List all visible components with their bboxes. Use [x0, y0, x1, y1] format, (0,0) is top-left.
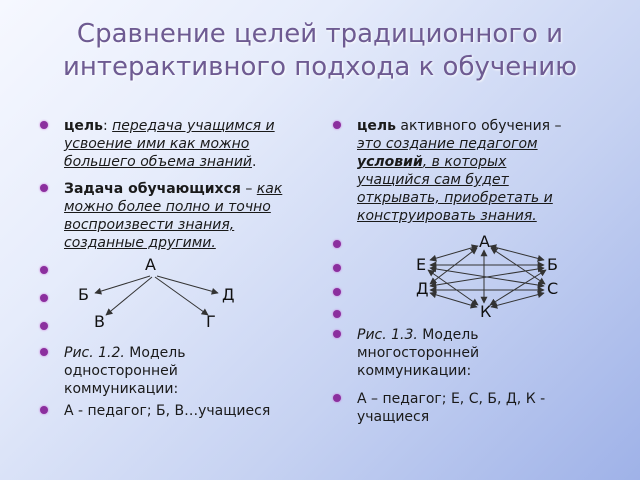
bullet-icon	[40, 184, 48, 192]
bullet-icon	[40, 121, 48, 129]
arrow-a-d	[429, 247, 478, 285]
bullet-icon	[40, 266, 48, 274]
bullet-icon	[333, 394, 341, 402]
arrow-b-d	[429, 265, 545, 289]
arrow-a-e	[429, 244, 479, 262]
bullet-icon	[40, 322, 48, 330]
arrow-a-to-d	[156, 275, 219, 295]
arrow-a-to-g	[154, 276, 209, 316]
left-node-d: Д	[222, 285, 235, 304]
right-node-k: К	[480, 302, 492, 321]
right-node-c: С	[547, 279, 559, 298]
bullet-icon	[333, 288, 341, 296]
bullet-icon	[333, 264, 341, 272]
bullet-icon	[333, 121, 341, 129]
multi-way-arrows	[427, 244, 547, 309]
title-line-1: Сравнение целей традиционного и	[76, 19, 564, 49]
arrow-e-k	[427, 269, 479, 306]
arrow-b-k	[489, 269, 547, 306]
one-way-arrows	[94, 275, 219, 316]
title-line-2: интерактивного подхода к обучению	[62, 52, 578, 82]
right-node-d: Д	[416, 279, 429, 298]
arrow-c-k	[490, 291, 545, 309]
arrow-d-k	[429, 291, 478, 309]
bullet-icon	[40, 348, 48, 356]
left-node-g: Г	[206, 312, 216, 331]
arrow-a-to-v	[105, 276, 153, 316]
slide-title: Сравнение целей традиционного и интеракт…	[0, 18, 640, 84]
right-node-b: Б	[547, 255, 558, 274]
arrow-a-c	[490, 247, 546, 285]
arrow-e-c	[429, 265, 545, 289]
left-node-v: В	[94, 312, 105, 331]
arrow-a-b	[489, 244, 545, 262]
left-goal-label: цель	[64, 118, 103, 134]
right-node-e: Е	[416, 255, 427, 274]
bullet-icon	[333, 310, 341, 318]
bullet-icon	[333, 330, 341, 338]
right-goal-label: цель	[357, 118, 396, 134]
left-node-b: Б	[78, 285, 89, 304]
arrow-a-to-b	[94, 275, 151, 295]
left-node-a: А	[145, 255, 156, 274]
left-task-label: Задача обучающихся	[64, 181, 241, 197]
right-node-a: А	[479, 232, 490, 251]
bullet-icon	[333, 240, 341, 248]
bullet-icon	[40, 294, 48, 302]
bullet-icon	[40, 406, 48, 414]
